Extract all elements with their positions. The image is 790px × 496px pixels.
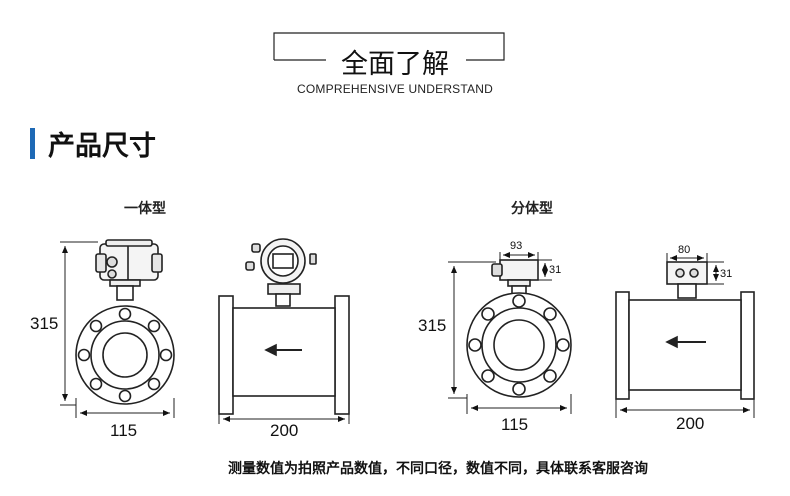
split-box-width-front-label: 93 (510, 240, 523, 252)
split-side-view (615, 261, 755, 400)
header-title: 全面了解 (341, 49, 449, 80)
section-title: 产品尺寸 (48, 131, 156, 162)
split-box-width-side-label: 80 (678, 244, 691, 256)
split-box-height-side-label: 31 (720, 268, 733, 280)
split-type-label: 分体型 (511, 201, 553, 217)
split-width-label: 115 (501, 415, 529, 434)
split-length-label: 200 (676, 414, 705, 433)
integrated-front-dimensions (60, 241, 175, 418)
integrated-width-label: 115 (110, 421, 138, 440)
integrated-length-label: 200 (270, 421, 299, 440)
integrated-height-label: 315 (30, 314, 59, 333)
integrated-type-label: 一体型 (124, 201, 166, 217)
integrated-front-view (75, 239, 175, 405)
section-accent-bar (30, 128, 35, 159)
integrated-side-dimensions (218, 412, 350, 424)
split-front-dimensions (448, 252, 572, 414)
split-front-view (466, 259, 572, 398)
footnote-text: 测量数值为拍照产品数值，不同口径，数值不同，具体联系客服咨询 (228, 461, 648, 477)
split-height-label: 315 (418, 316, 447, 335)
split-side-dimensions (615, 253, 755, 418)
split-box-height-front-label: 31 (549, 264, 562, 276)
header-frame (273, 32, 505, 61)
header-subtitle: COMPREHENSIVE UNDERSTAND (297, 82, 493, 96)
integrated-side-view (218, 238, 350, 415)
